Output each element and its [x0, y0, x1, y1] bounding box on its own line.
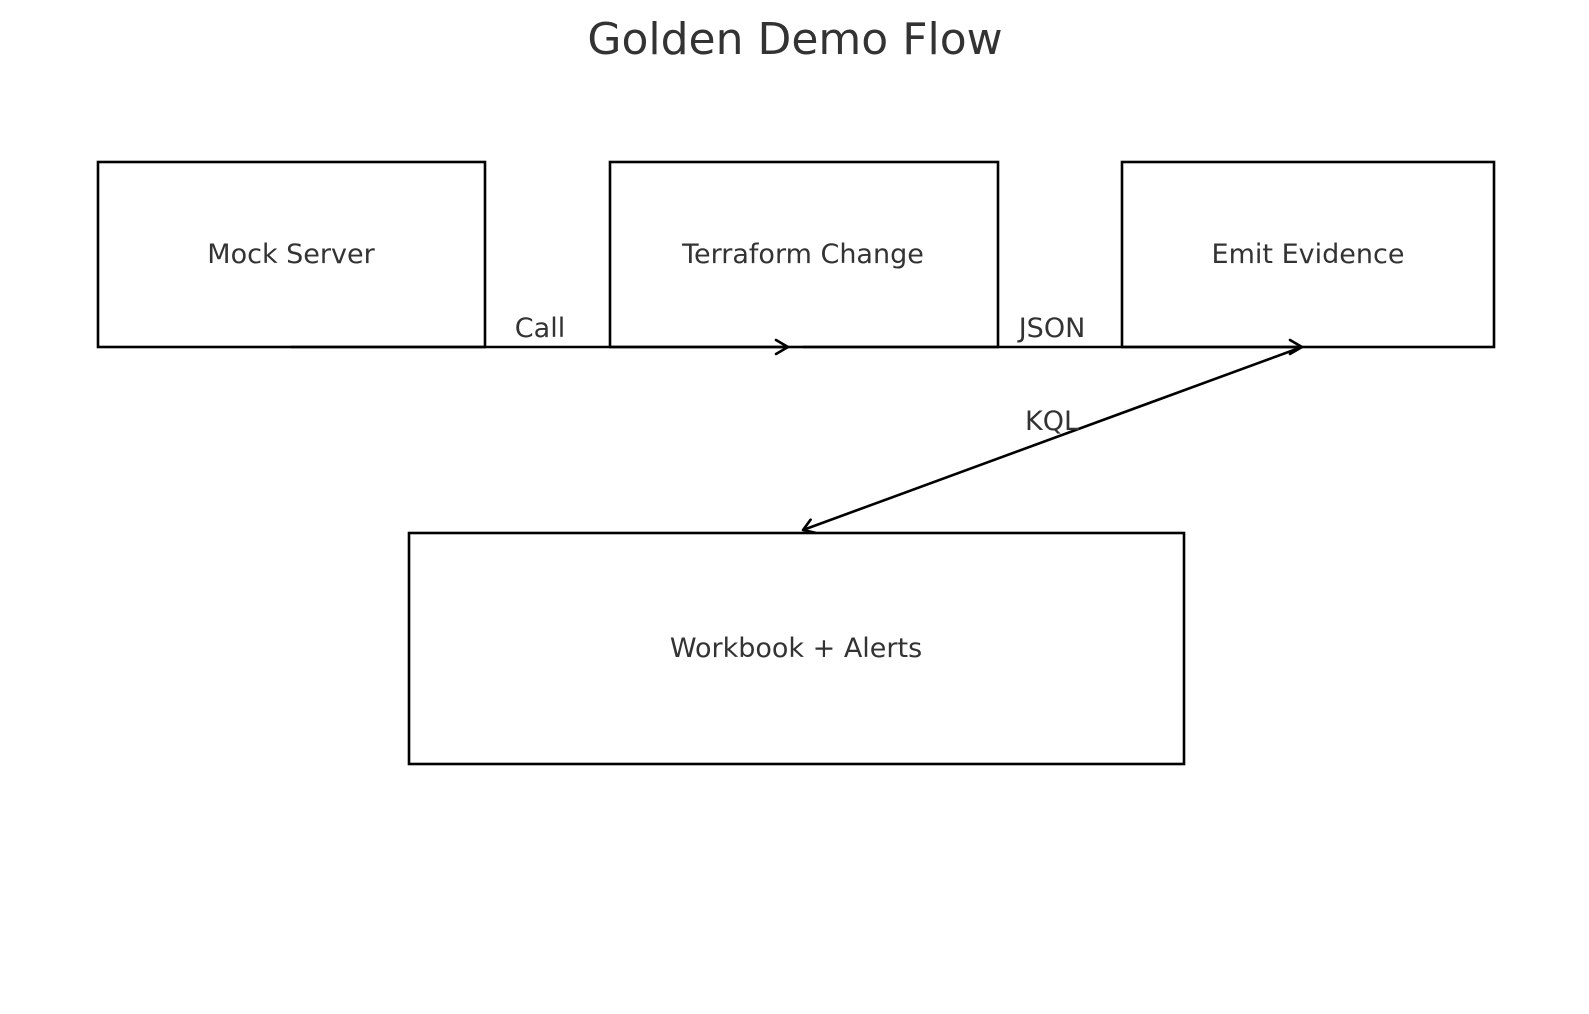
- node-terraform-change-box: [608, 160, 1000, 349]
- node-terraform-change-label: Terraform Change: [681, 239, 924, 270]
- edge-json-label: JSON: [1017, 313, 1086, 344]
- diagram-title: Golden Demo Flow: [587, 14, 1002, 65]
- edge-kql: KQL: [801, 345, 1303, 535]
- node-emit-evidence: Emit Evidence: [1120, 160, 1496, 349]
- edge-kql-line: [802, 345, 1303, 532]
- edge-call: Call: [291, 313, 790, 356]
- node-workbook-alerts-box: [407, 531, 1186, 766]
- edge-kql-label: KQL: [1025, 406, 1079, 437]
- node-terraform-change: Terraform Change: [608, 160, 1000, 349]
- node-workbook-alerts-label: Workbook + Alerts: [670, 633, 922, 664]
- edge-kql-arrowhead: [801, 518, 817, 535]
- node-workbook-alerts: Workbook + Alerts: [407, 531, 1186, 766]
- edge-call-arrowhead: [774, 338, 790, 356]
- edge-json: JSON: [803, 313, 1304, 356]
- node-emit-evidence-box: [1120, 160, 1496, 349]
- node-mock-server: Mock Server: [96, 160, 487, 349]
- node-mock-server-label: Mock Server: [207, 239, 375, 270]
- node-emit-evidence-label: Emit Evidence: [1212, 239, 1405, 270]
- edge-call-label: Call: [515, 313, 565, 344]
- node-mock-server-box: [96, 160, 487, 349]
